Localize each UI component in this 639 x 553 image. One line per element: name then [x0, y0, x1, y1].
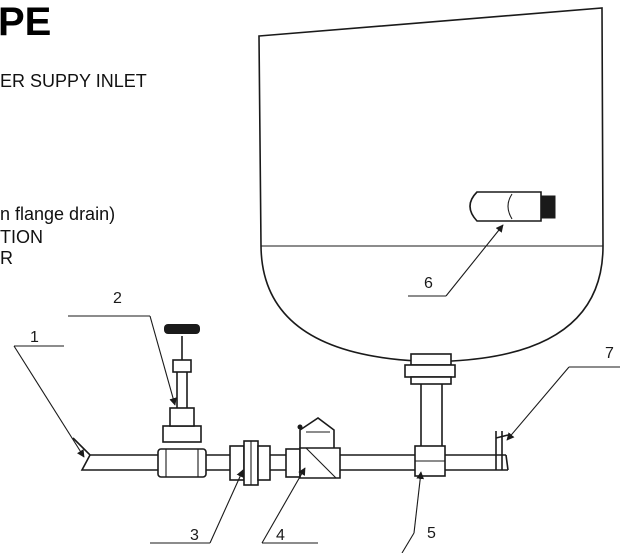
drain-valve: [495, 431, 509, 470]
tank-outlet-pipe: [404, 353, 456, 446]
tank: [258, 7, 604, 362]
callout-numbers: 1 2 3 4 5 6 7: [30, 275, 614, 544]
callout-2: 2: [113, 290, 122, 307]
element-terminal: [540, 195, 556, 219]
legend-line-4: R: [0, 248, 13, 268]
tee-fitting: [414, 445, 446, 477]
legend-line-2: n flange drain): [0, 204, 116, 224]
page-title: PE: [0, 0, 52, 44]
legend-line-3: TION: [0, 227, 43, 247]
union-fitting: [229, 440, 271, 486]
heating-element: [469, 191, 556, 222]
legend-line-1: ER SUPPY INLET: [0, 71, 147, 91]
callout-1: 1: [30, 329, 39, 346]
callout-3: 3: [190, 527, 199, 544]
callout-5: 5: [427, 525, 436, 542]
callout-6: 6: [424, 275, 433, 292]
stop-valve: [157, 324, 207, 478]
strainer: [285, 417, 341, 479]
callout-4: 4: [276, 527, 285, 544]
leader-lines: [13, 224, 620, 553]
callout-7: 7: [605, 345, 614, 362]
valve-handwheel: [164, 324, 200, 334]
